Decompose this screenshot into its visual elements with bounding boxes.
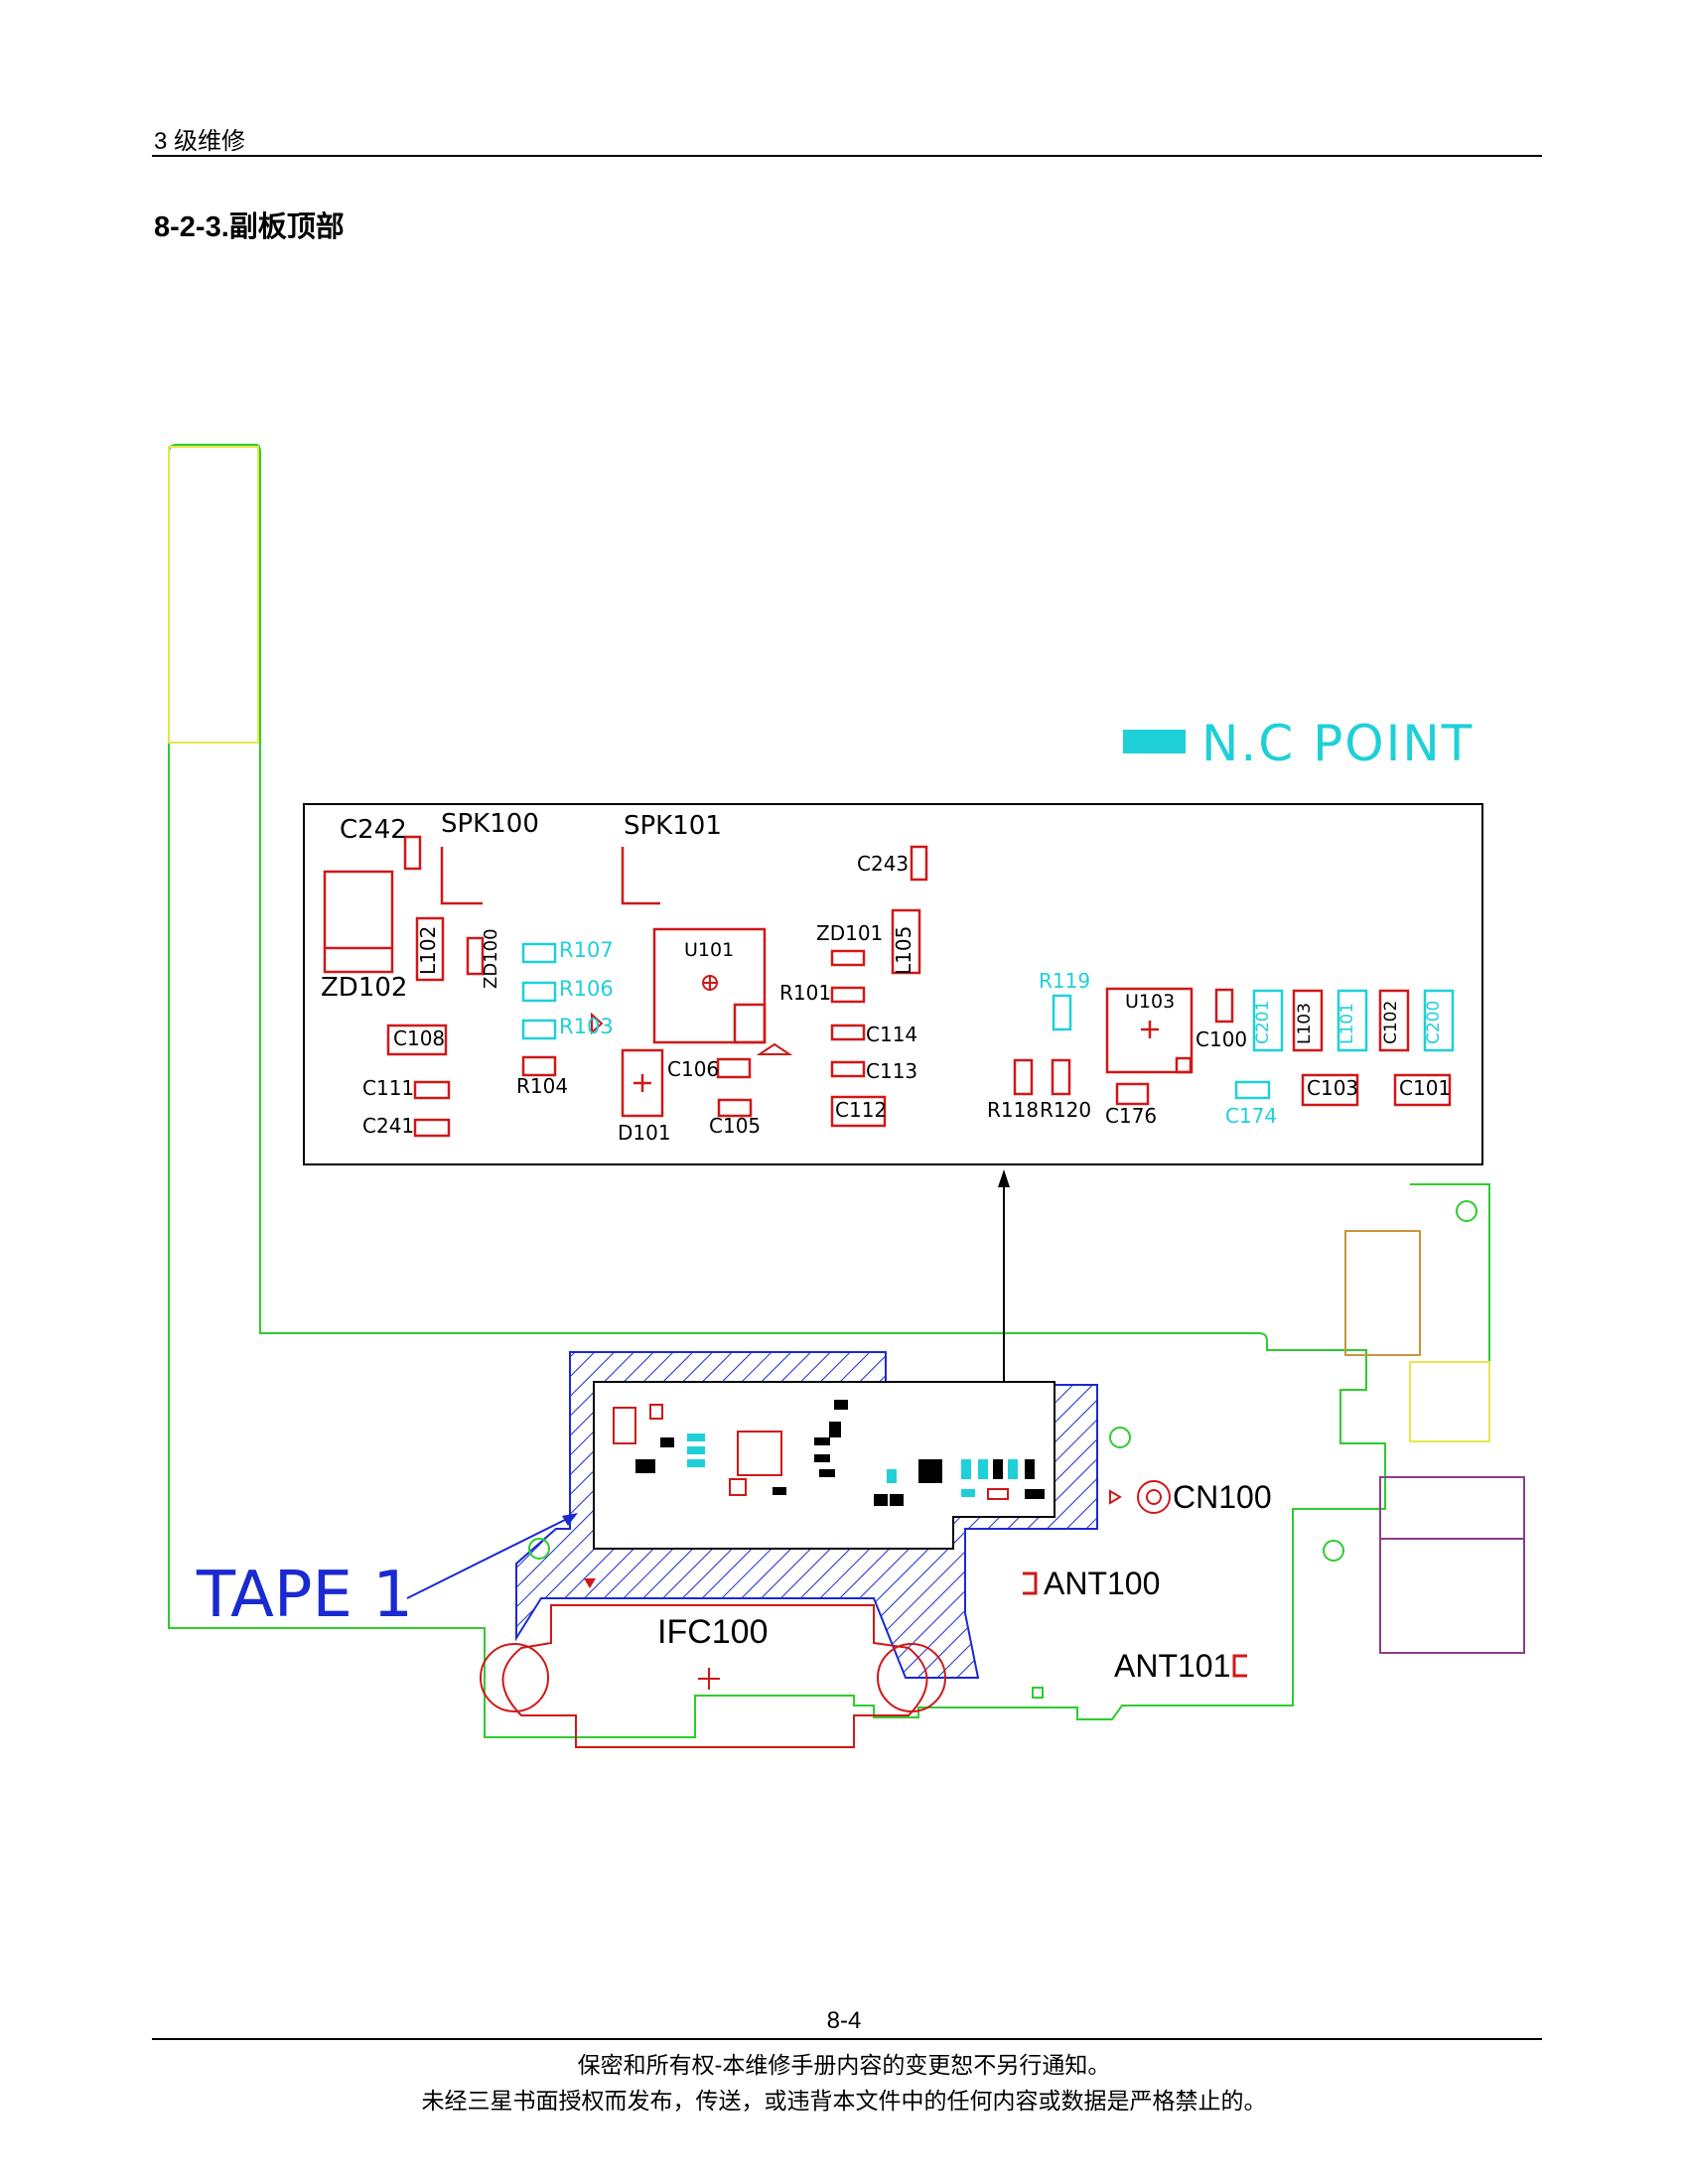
- designator-c176: C176: [1105, 1104, 1158, 1128]
- designator-l101: L101: [1337, 1003, 1357, 1044]
- page-number: 8-4: [826, 2007, 862, 2034]
- ant101-label: ANT101: [1114, 1648, 1231, 1684]
- designator-l105: L105: [892, 925, 915, 975]
- connector-pad-top: [1344, 1230, 1421, 1356]
- nc-point-label: N.C POINT: [1201, 715, 1475, 772]
- designator-l103: L103: [1295, 1003, 1315, 1044]
- page-title: 8-2-3.副板顶部: [154, 211, 345, 243]
- designator-spk101: SPK101: [624, 811, 722, 841]
- designator-r107: R107: [559, 938, 614, 962]
- nc-point-swatch: [1123, 730, 1186, 753]
- ifc100-label: IFC100: [657, 1613, 769, 1651]
- designator-r104: R104: [516, 1074, 569, 1098]
- zoom-pointer: [998, 1169, 1010, 1382]
- designator-c102: C102: [1381, 1000, 1401, 1044]
- tape-window: [593, 1381, 1055, 1550]
- stiffener-tab: [168, 446, 1490, 1442]
- designator-u101: U101: [684, 939, 735, 961]
- tape-label: TAPE 1: [197, 1559, 413, 1632]
- designator-spk100: SPK100: [441, 809, 539, 839]
- designator-c106: C106: [667, 1057, 720, 1081]
- designator-c113: C113: [866, 1059, 918, 1083]
- designator-c201: C201: [1253, 1000, 1273, 1044]
- tape-callout-line: [406, 1513, 578, 1599]
- designator-c174: C174: [1225, 1104, 1278, 1128]
- designator-c200: C200: [1424, 1000, 1444, 1044]
- zoom-box: [303, 803, 1483, 1165]
- ant100-pad: [1023, 1571, 1038, 1595]
- mounting-holes: [528, 1427, 1344, 1699]
- designator-c108: C108: [393, 1026, 446, 1050]
- designator-zd102: ZD102: [321, 973, 408, 1003]
- designator-c241: C241: [362, 1114, 415, 1138]
- ant100-label: ANT100: [1044, 1566, 1161, 1601]
- designator-c112: C112: [835, 1098, 888, 1122]
- designator-c103: C103: [1307, 1076, 1359, 1100]
- designator-r120: R120: [1040, 1098, 1092, 1122]
- cn100-coax: [1109, 1480, 1171, 1514]
- designator-c105: C105: [709, 1114, 762, 1138]
- footer-rule: [152, 2038, 1542, 2040]
- designator-r119: R119: [1039, 969, 1091, 993]
- cn100-label: CN100: [1173, 1479, 1272, 1515]
- zoom-nc-parts: [521, 942, 1455, 1100]
- designator-c243: C243: [857, 852, 910, 876]
- section-header: 3 级维修: [154, 128, 246, 155]
- mini-components: [613, 1400, 1045, 1506]
- designator-c242: C242: [340, 815, 407, 845]
- pin1-marker-icon: [584, 1578, 596, 1588]
- designator-zd100: ZD100: [481, 928, 501, 989]
- designator-r103: R103: [559, 1015, 614, 1038]
- designator-c101: C101: [1399, 1076, 1452, 1100]
- footer-notice-1: 保密和所有权-本维修手册内容的变更恕不另行通知。: [577, 2052, 1111, 2078]
- footer-notice-2: 未经三星书面授权而发布，传送，或违背本文件中的任何内容或数据是严格禁止的。: [421, 2088, 1267, 2114]
- designator-r118: R118: [987, 1098, 1040, 1122]
- ifc100-connector: [480, 1604, 946, 1748]
- designator-d101: D101: [618, 1121, 671, 1145]
- designator-c100: C100: [1196, 1027, 1248, 1051]
- designator-c111: C111: [362, 1076, 415, 1100]
- designator-c114: C114: [866, 1023, 918, 1046]
- designator-zd101: ZD101: [816, 921, 884, 945]
- side-connector: [1379, 1476, 1525, 1654]
- ant101-pad: [1232, 1654, 1247, 1678]
- zoom-markers: [591, 975, 1159, 1092]
- designator-l102: L102: [416, 925, 440, 975]
- header-rule: [152, 155, 1542, 157]
- designator-r106: R106: [559, 977, 614, 1001]
- designator-u103: U103: [1125, 991, 1176, 1013]
- designator-r101: R101: [779, 981, 832, 1005]
- zoom-red-parts: [323, 835, 1452, 1138]
